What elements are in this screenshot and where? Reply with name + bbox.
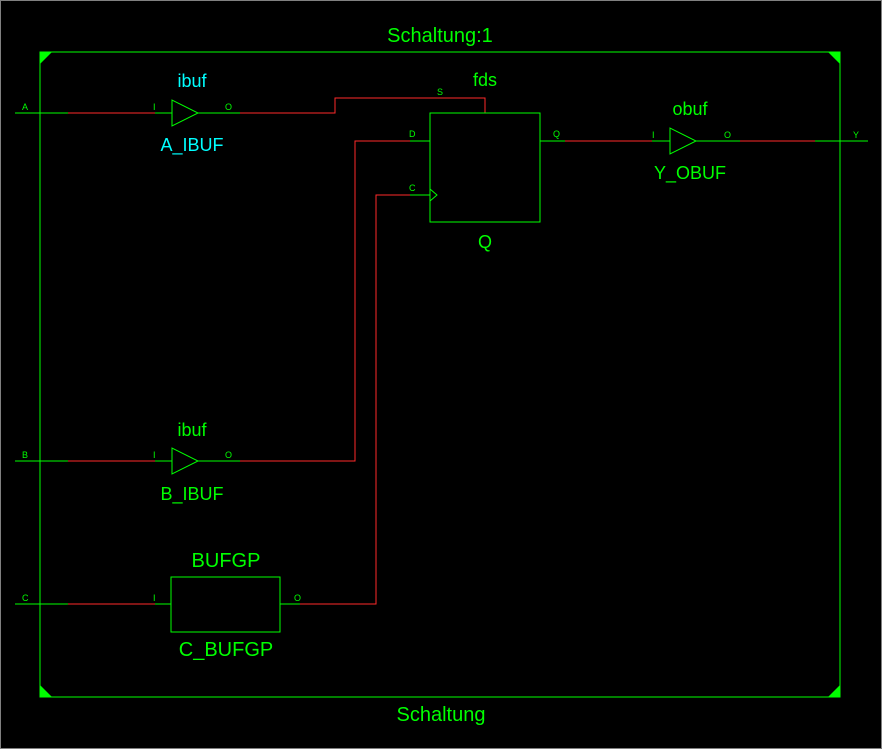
- corner-marker-bottom-left: [40, 685, 52, 697]
- nets: [68, 97, 815, 605]
- corner-marker-top-right: [828, 52, 840, 64]
- c-bufgp-type-label: BUFGP: [192, 550, 261, 572]
- module-schaltung[interactable]: [39, 51, 841, 698]
- fds-instance-label: Q: [478, 232, 492, 252]
- net-c-bufgp-to-c[interactable]: [300, 194, 410, 605]
- module-title-bottom: Schaltung: [397, 704, 486, 726]
- a-ibuf-buffer-icon: [171, 99, 200, 127]
- c-bufgp-instance-label: C_BUFGP: [179, 639, 273, 661]
- fds-pin-q-label: Q: [553, 129, 560, 139]
- port-b[interactable]: B: [15, 450, 68, 462]
- net-a-ibuf-to-s[interactable]: [240, 97, 486, 114]
- corner-marker-bottom-right: [828, 685, 840, 697]
- y-obuf-pin-o-label: O: [724, 130, 731, 140]
- b-ibuf-buffer-icon: [171, 447, 200, 475]
- port-y-label: Y: [853, 130, 859, 140]
- component-fds[interactable]: S D C Q fds Q: [409, 70, 565, 252]
- b-ibuf-pin-i-label: I: [153, 450, 156, 460]
- y-obuf-buffer-icon: [669, 127, 698, 155]
- a-ibuf-type-label: ibuf: [177, 71, 207, 91]
- a-ibuf-instance-label: A_IBUF: [160, 135, 223, 156]
- component-b-ibuf[interactable]: I O ibuf B_IBUF: [153, 420, 240, 505]
- port-a[interactable]: A: [15, 102, 68, 114]
- b-ibuf-pin-o-label: O: [225, 450, 232, 460]
- fds-body: [429, 112, 541, 223]
- fds-clock-triangle-icon: [429, 188, 438, 202]
- fds-pin-c-label: C: [409, 183, 416, 193]
- corner-marker-top-left: [40, 52, 52, 64]
- b-ibuf-type-label: ibuf: [177, 420, 207, 440]
- port-c[interactable]: C: [15, 593, 68, 605]
- port-a-label: A: [22, 102, 28, 112]
- module-border: [39, 51, 841, 698]
- fds-pin-d-label: D: [409, 129, 416, 139]
- a-ibuf-pin-o-label: O: [225, 102, 232, 112]
- component-a-ibuf[interactable]: I O ibuf A_IBUF: [153, 71, 240, 156]
- y-obuf-type-label: obuf: [672, 99, 708, 119]
- fds-type-label: fds: [473, 70, 497, 90]
- fds-pin-s-label: S: [437, 87, 443, 97]
- net-b-ibuf-to-d[interactable]: [240, 140, 410, 462]
- c-bufgp-pin-o-label: O: [294, 593, 301, 603]
- c-bufgp-pin-i-label: I: [153, 593, 156, 603]
- module-title-top: Schaltung:1: [387, 25, 493, 47]
- port-b-label: B: [22, 450, 28, 460]
- c-bufgp-body: [170, 576, 281, 633]
- b-ibuf-instance-label: B_IBUF: [160, 484, 223, 505]
- y-obuf-pin-i-label: I: [652, 130, 655, 140]
- port-y[interactable]: Y: [815, 130, 868, 142]
- a-ibuf-pin-i-label: I: [153, 102, 156, 112]
- component-y-obuf[interactable]: I O obuf Y_OBUF: [652, 99, 740, 184]
- component-c-bufgp[interactable]: I O BUFGP C_BUFGP: [153, 550, 301, 661]
- port-c-label: C: [22, 593, 29, 603]
- y-obuf-instance-label: Y_OBUF: [654, 163, 726, 184]
